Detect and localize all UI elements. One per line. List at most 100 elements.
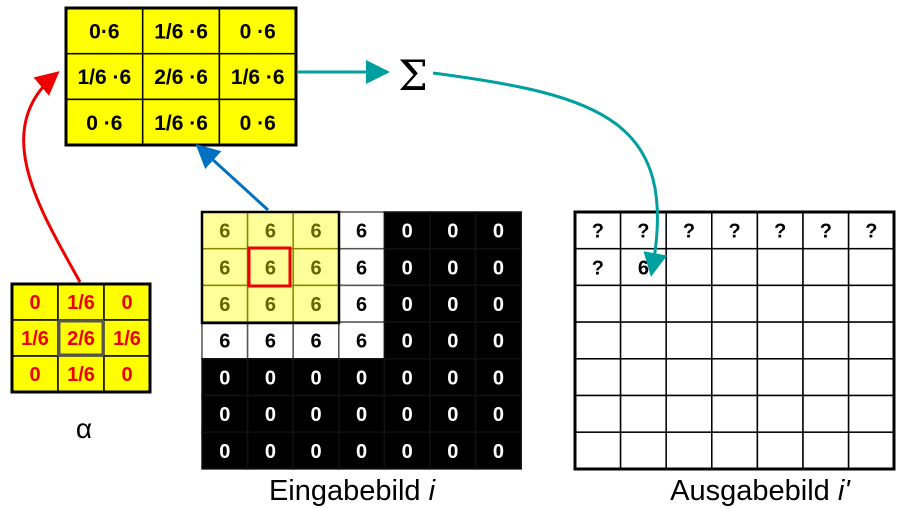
cell-value: 6 [356,294,367,316]
cell-value: 2/6 ·6 [154,66,208,89]
cell-value: 1/6 ·6 [154,112,208,135]
cell-value: 0 [356,367,367,389]
kernel-arrow [22,71,82,283]
current-pixel-marker [247,246,292,288]
cell-value: 6 [356,221,367,243]
cell [574,211,622,250]
cell [574,431,622,470]
cell [574,321,622,360]
cell [665,394,713,433]
cell [246,321,294,360]
cell-value: 0 [493,257,504,279]
cell-value: 6 [310,294,321,316]
cell [429,431,477,470]
cell-value: 0 [265,404,276,426]
cell [665,321,713,360]
cell-value: 6 [638,257,649,279]
cell [338,394,386,433]
cell [246,358,294,397]
cell [429,211,477,250]
cell-value: 6 [265,257,276,279]
cell [11,355,59,393]
cell [847,431,895,470]
cell [756,358,804,397]
cell-value: 0 [402,404,413,426]
cell-value: 6 [219,221,230,243]
output-border [573,210,896,471]
cell-value: 1/6 ·6 [154,20,208,43]
cell [756,431,804,470]
cell-value: 6 [265,221,276,243]
cell [619,321,667,360]
cell-value: 0 ·6 [86,112,122,135]
cell [474,358,522,397]
cell-value: 0 [493,441,504,463]
cell [756,247,804,287]
cell-value: 0 [402,294,413,316]
cell-value: 6 [356,257,367,279]
cell [711,211,759,250]
cell-value: 0 [29,364,40,386]
product-matrix-border [64,6,298,147]
kernel-border [10,282,152,394]
cell [474,394,522,433]
cell-value: 0 [402,441,413,463]
cell-value: 0 [265,367,276,389]
cell [383,431,431,470]
cell [665,247,713,287]
cell-value: 0 ·6 [240,20,276,43]
cell-value: 6 [310,331,321,353]
cell-value: 0 [402,331,413,353]
cell-value: 0 [265,441,276,463]
cell-value: 0 [29,292,40,314]
cell [383,358,431,397]
cell [292,284,340,323]
cell [383,321,431,360]
cell [847,321,895,360]
cell [201,358,249,397]
cell-value: 6 [265,294,276,316]
cell [619,431,667,470]
cell-value: 0 [447,331,458,353]
cell-value: 1/6 ·6 [231,66,285,89]
cell [574,284,622,323]
cell-value: 6 [219,331,230,353]
cell-value: 6 [356,331,367,353]
cell-value: 0 [447,404,458,426]
cell [802,284,850,323]
input-label: Eingabebild i [269,475,437,507]
cell [802,321,850,360]
cell [474,321,522,360]
cell-value: ? [683,221,695,243]
cell [619,284,667,323]
cell-value: 1/6 [67,364,95,386]
cell [802,394,850,433]
cell-value: 6 [310,221,321,243]
kernel-center-marker [57,319,105,357]
cell [246,247,294,287]
cell-value: 0 [493,294,504,316]
cell [802,358,850,397]
cell [711,431,759,470]
cell [201,431,249,470]
cell [201,211,249,250]
cell-value: 0·6 [89,20,119,43]
cell-value: 0 [447,294,458,316]
cell [141,98,221,146]
cell [802,247,850,287]
cell [201,394,249,433]
cell [802,431,850,470]
kernel-window [200,210,341,325]
output-image-grid: ????????6 [573,210,896,471]
cell-value: 1/6 [21,328,49,350]
cell [847,247,895,287]
cell-value: 1/6 [113,328,141,350]
cell-value: 0 [402,257,413,279]
cell-value: 0 [219,367,230,389]
cell [756,284,804,323]
sum-symbol: Σ [398,51,428,100]
